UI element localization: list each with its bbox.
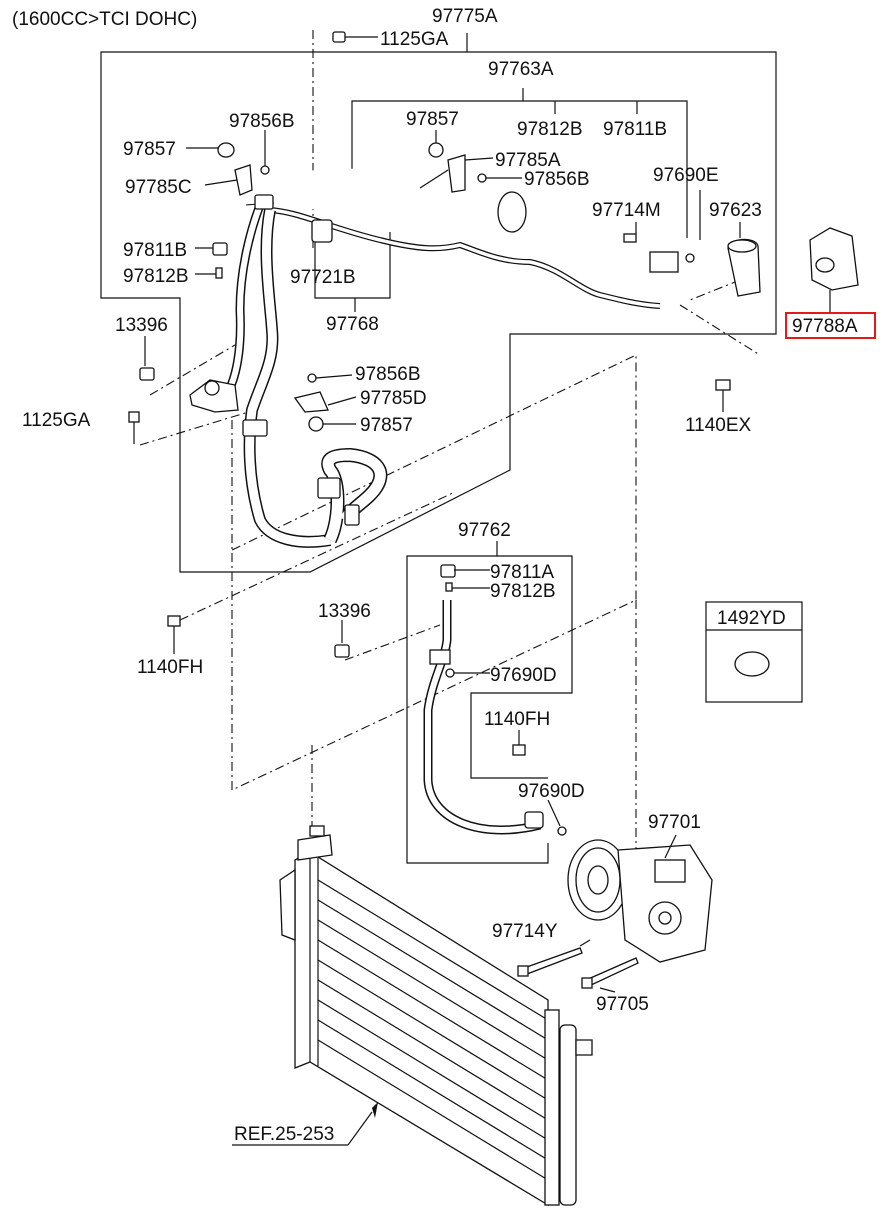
label-97690D-a: 97690D [490,665,557,686]
label-97714M: 97714M [592,200,661,221]
label-97721B: 97721B [290,267,356,288]
label-13396-a: 13396 [115,315,168,336]
suction-hose-97763A [255,167,695,273]
label-97811B-a: 97811B [603,119,667,140]
oring-97856B-a-icon [260,165,270,175]
nut-13396-b-icon [334,644,350,658]
group-box-97768 [314,232,391,312]
cap-97811B-icon [212,242,228,256]
label-ref: REF.25-253 [234,1124,334,1145]
label-97856B-c: 97856B [355,364,421,385]
label-97690D-b: 97690D [518,781,585,802]
fasteners [128,31,770,756]
label-97775A: 97775A [432,6,498,27]
bolt-1140FH-b-icon [512,744,526,756]
label-97788A: 97788A [792,316,858,337]
label-97763A: 97763A [488,59,554,80]
label-97812B-b: 97812B [123,266,189,287]
label-97811B-b: 97811B [123,240,187,261]
label-97623: 97623 [709,200,762,221]
label-1125GA-top: 1125GA [380,29,449,50]
receiver-drier-97623 [727,238,761,297]
label-97857-c: 97857 [360,415,413,436]
clip-1492YD-icon [734,651,770,677]
leader-lines [419,169,831,312]
bolt-1125GA-top-icon [332,31,346,43]
label-1125GA-left: 1125GA [22,410,91,431]
bracket-97785D-icon [293,391,329,413]
vertical-hose-assembly [189,194,388,548]
group-box-97762 [406,541,573,864]
label-97705: 97705 [596,994,649,1015]
label-97785A: 97785A [495,150,561,171]
ref-arrow [232,1102,378,1146]
bracket-97785C-icon [234,164,253,196]
label-97690E: 97690E [653,165,719,186]
label-97785D: 97785D [360,388,427,409]
cap-97857-a-icon [217,142,235,158]
bolts-97714Y-97705 [517,939,639,993]
label-1492YD: 1492YD [717,608,786,629]
cap-97857-b-icon [428,142,444,158]
label-97856B-a: 97856B [229,111,295,132]
label-97785C: 97785C [125,177,192,198]
engine-header: (1600CC>TCI DOHC) [12,9,197,30]
label-1140FH-a: 1140FH [137,657,203,678]
label-97768: 97768 [326,314,379,335]
condenser [279,825,593,1207]
label-1140FH-b: 1140FH [484,709,550,730]
box-1492YD [705,601,803,703]
bolt-1140EX-icon [715,379,731,391]
valve-97812B-icon [215,267,223,279]
clamp-97721B [311,219,333,243]
bolt-1125GA-left-icon [128,411,140,423]
label-97714Y: 97714Y [492,921,558,942]
labels: (1600CC>TCI DOHC) 97775A 1125GA 97763A 9… [12,6,876,1145]
label-97856B-b: 97856B [524,169,590,190]
label-97812B-a: 97812B [517,119,583,140]
oring-97856B-b-icon [477,173,487,183]
label-97701: 97701 [648,812,701,833]
oring-97856B-c-icon [307,373,317,383]
label-97857-b: 97857 [406,109,459,130]
compressor-97701 [567,834,713,963]
label-97812B-c: 97812B [490,581,556,602]
label-97857-a: 97857 [123,139,176,160]
discharge-hose-97768 [269,207,661,309]
cover-97788A [809,227,859,291]
cap-97857-c-icon [308,416,324,432]
liquid-hose-97762 [423,564,567,836]
group-box-97763A [351,88,688,238]
bolt-97714M-icon [623,233,637,243]
label-97762: 97762 [458,520,511,541]
highlight-97788A [785,312,876,339]
bracket-97785A-icon [447,154,466,193]
label-97811A: 97811A [490,562,554,583]
label-13396-b: 13396 [318,601,371,622]
nut-13396-a-icon [139,367,155,381]
bolt-1140FH-a-icon [167,615,181,627]
group-box-97775A [100,33,777,573]
label-1140EX: 1140EX [685,415,752,436]
